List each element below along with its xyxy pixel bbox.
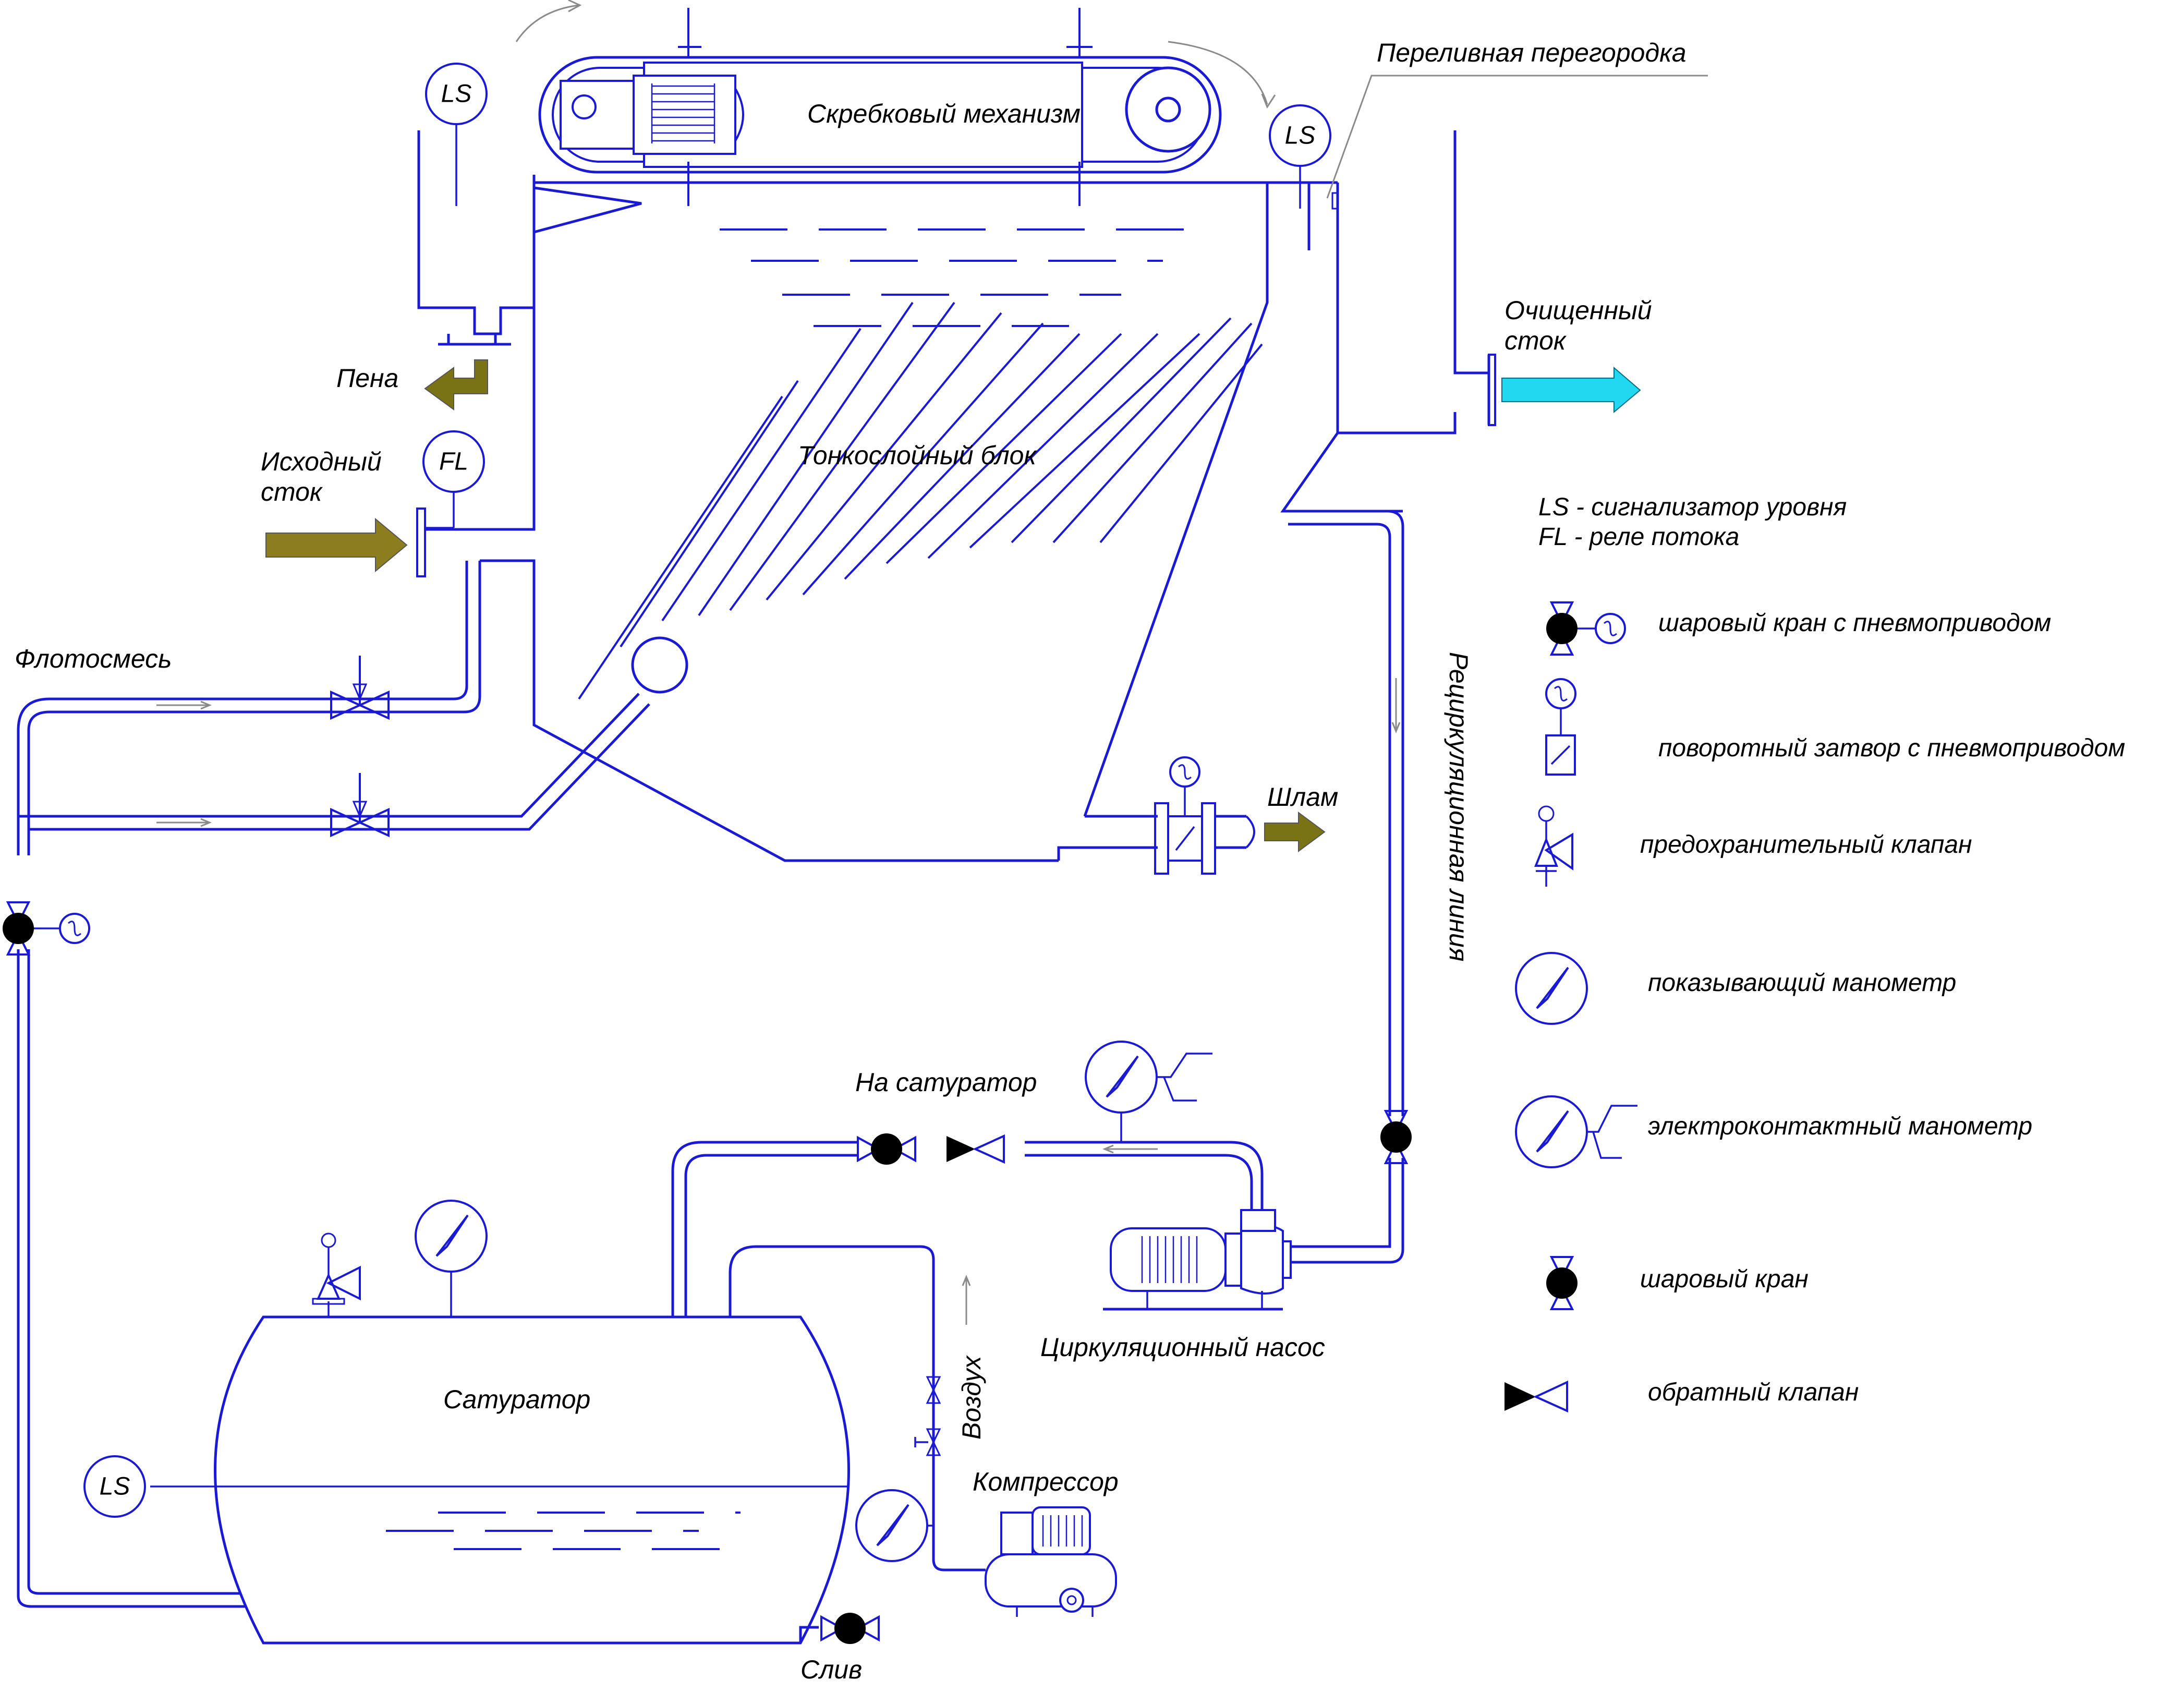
legend-gauge-icon (1515, 952, 1588, 1025)
foam-label: Пена (336, 364, 398, 393)
pump-label: Циркуляционный насос (1040, 1333, 1325, 1362)
legend-ball-pneumatic-icon (1545, 601, 1626, 656)
level-switch-tank: LS (1269, 104, 1331, 209)
legend-ball-valve: шаровый кран (1640, 1265, 1809, 1293)
thin-layer-block (578, 301, 1263, 700)
circulation-pump: Циркуляционный насос (1040, 1209, 1325, 1362)
legend-check-valve: обратный клапан (1648, 1379, 1859, 1406)
saturator-outlet-riser (2, 901, 261, 1608)
flotator-tank (417, 130, 1457, 862)
legend-electro-gauge: электроконтактный манометр (1648, 1113, 2032, 1140)
scraper-label: Скребковый механизм (807, 99, 1081, 128)
ls-instrument-label: LS (100, 1473, 130, 1501)
legend-ls: LS - сигнализатор уровня (1538, 493, 1847, 521)
compressor-label: Компрессор (973, 1467, 1119, 1496)
legend-gauge: показывающий манометр (1648, 969, 1956, 997)
clean-label-1: Очищенный (1504, 296, 1652, 325)
source-label-2: сток (261, 477, 323, 506)
saturator-vessel: Сатуратор LS Слив (83, 1200, 880, 1684)
recirculation-line: Рециркуляционная линия (1283, 510, 1473, 1264)
legend-ball-valve-icon (1545, 1256, 1579, 1310)
legend-fl: FL - реле потока (1538, 523, 1739, 551)
source-inflow: Исходный сток FL (261, 430, 485, 577)
legend-ball-pneumatic: шаровый кран с пневмоприводом (1658, 609, 2051, 637)
flotomix-piping: Флотосмесь (15, 561, 688, 855)
recirculation-label: Рециркуляционная линия (1444, 652, 1473, 961)
drain-label: Слив (800, 1655, 862, 1684)
legend: LS - сигнализатор уровня FL - реле поток… (1504, 493, 2125, 1413)
clean-label-2: сток (1504, 326, 1567, 355)
to-saturator-label: На сатуратор (855, 1068, 1037, 1097)
air-supply-line: Воздух (729, 1245, 986, 1572)
legend-butterfly-icon (1545, 678, 1576, 776)
sludge-outlet: Шлам (1154, 756, 1338, 875)
flotomix-label: Флотосмесь (15, 644, 172, 673)
fl-instrument-label: FL (439, 448, 468, 476)
legend-safety-valve: предохранительный клапан (1640, 831, 1972, 859)
legend-check-valve-icon (1504, 1380, 1568, 1413)
legend-electro-gauge-icon (1515, 1095, 1637, 1168)
overflow-partition-label: Переливная перегородка (1377, 38, 1686, 67)
legend-safety-valve-icon (1534, 805, 1573, 887)
clean-water-outlet: Очищенный сток (1453, 130, 1652, 426)
air-label: Воздух (957, 1355, 986, 1440)
overflow-partition-callout: Переливная перегородка (1326, 38, 1708, 199)
tank-water-surface (720, 228, 1199, 327)
source-label-1: Исходный (261, 447, 382, 476)
ls-instrument-label: LS (1285, 122, 1316, 150)
pump-discharge-line: На сатуратор (671, 1041, 1264, 1320)
compressor: Компрессор (973, 1467, 1119, 1617)
ls-instrument-label: LS (441, 80, 472, 108)
sludge-label: Шлам (1267, 782, 1338, 812)
scraper-mechanism: Скребковый механизм (515, 0, 1276, 206)
foam-outlet: Пена (336, 359, 488, 410)
level-switch-foam: LS (425, 63, 488, 206)
saturator-label: Сатуратор (443, 1385, 590, 1414)
thin-layer-label: Тонкослойный блок (798, 441, 1037, 470)
legend-butterfly: поворотный затвор с пневмоприводом (1658, 734, 2125, 762)
